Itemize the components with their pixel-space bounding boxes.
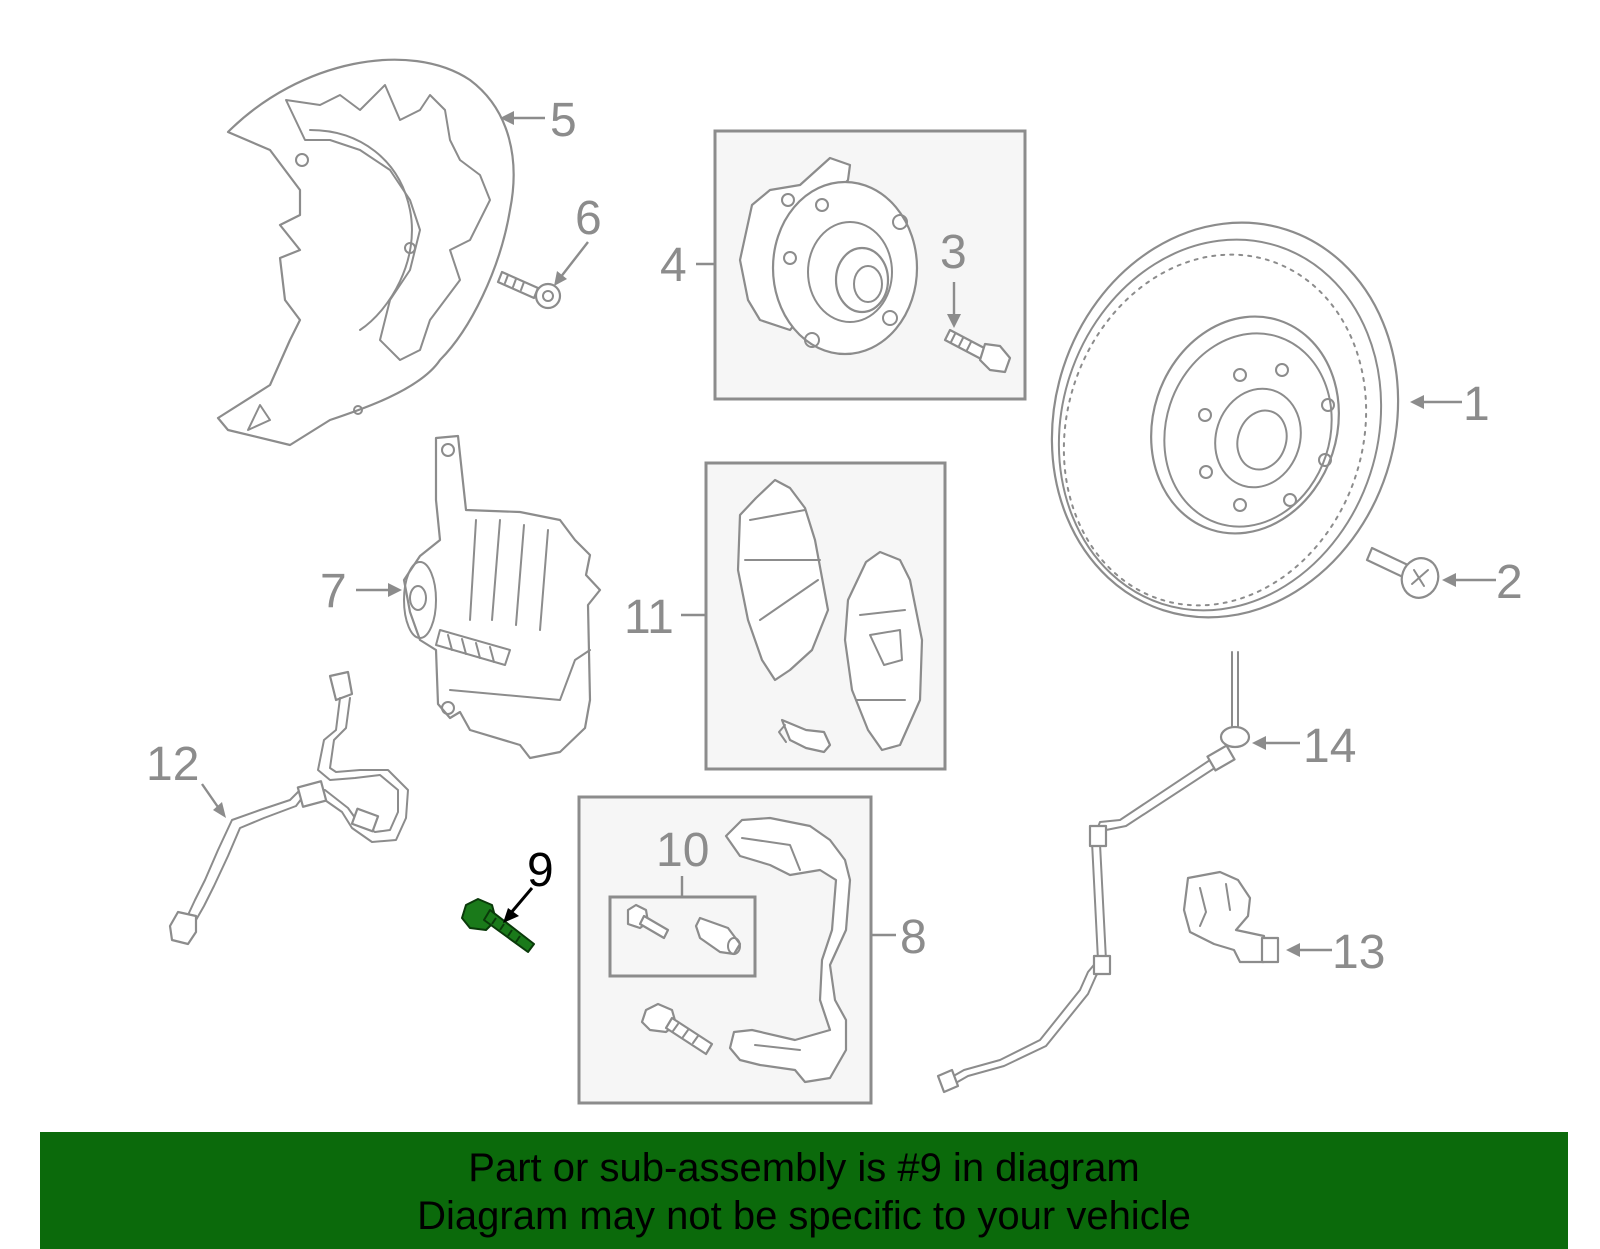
svg-text:9: 9 [527,844,554,897]
svg-text:11: 11 [624,591,674,644]
callout-8: 8 [871,911,927,964]
callout-13: 13 [1286,926,1385,979]
bracket-bolt-part[interactable] [640,1002,714,1056]
brake-caliper-part[interactable] [402,434,602,760]
guide-pin-kit-part[interactable] [626,903,742,956]
caliper-bolt-highlighted-part[interactable] [461,898,535,953]
svg-text:2: 2 [1496,556,1523,609]
callout-10: 10 [656,824,709,897]
svg-text:4: 4 [660,239,687,292]
brake-hose-part[interactable] [168,670,409,946]
svg-text:14: 14 [1303,720,1356,773]
caliper-bracket-part[interactable] [724,816,852,1084]
callout-1: 1 [1410,378,1490,431]
rotor-screw-part[interactable] [1365,546,1444,603]
svg-text:12: 12 [146,738,199,791]
info-banner: Part or sub-assembly is #9 in diagram Di… [40,1132,1568,1249]
callout-6: 6 [554,192,602,286]
dust-shield-part[interactable] [216,58,515,447]
svg-text:1: 1 [1463,378,1490,431]
svg-text:10: 10 [656,824,709,877]
svg-text:6: 6 [575,192,602,245]
svg-text:8: 8 [900,911,927,964]
svg-text:3: 3 [940,226,967,279]
brake-rotor-part[interactable] [1002,177,1449,662]
callout-2: 2 [1442,556,1523,609]
brake-pads-part[interactable] [736,478,924,754]
svg-text:7: 7 [320,565,347,618]
callout-11: 11 [624,591,706,644]
svg-text:13: 13 [1332,926,1385,979]
callout-12: 12 [146,738,226,818]
callout-7: 7 [320,565,402,618]
wear-sensor-part[interactable] [936,651,1251,1094]
hub-bolt-part[interactable] [943,328,1012,374]
callout-5: 5 [500,94,577,147]
callout-14: 14 [1252,720,1356,773]
banner-line-part-number: Part or sub-assembly is #9 in diagram [468,1146,1140,1190]
speed-sensor-part[interactable] [1182,870,1280,964]
callout-4: 4 [660,239,715,292]
callout-9: 9 [503,844,554,923]
banner-line-disclaimer: Diagram may not be specific to your vehi… [417,1194,1191,1238]
hub-bearing-part[interactable] [738,156,919,356]
svg-text:5: 5 [550,94,577,147]
callout-3: 3 [940,226,967,328]
shield-bolt-part[interactable] [496,270,562,310]
